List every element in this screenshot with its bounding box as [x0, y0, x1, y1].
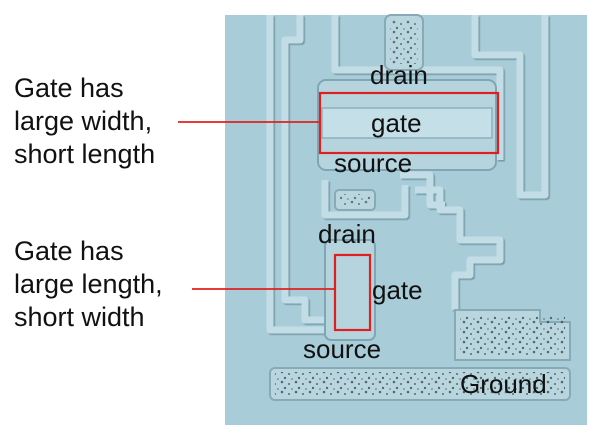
annotation-long-gate: Gate has large length, short width	[14, 236, 163, 332]
annotation-wide-gate: Gate has large width, short length	[14, 73, 156, 169]
long-transistor-body	[324, 239, 376, 341]
long-gate-highlight-box	[333, 253, 372, 332]
gate-label-long: gate	[372, 275, 423, 305]
source-label-wide: source	[334, 148, 412, 178]
wide-gate-stripe	[321, 107, 493, 139]
source-label-long: source	[303, 334, 381, 364]
drain-label-wide: drain	[370, 60, 428, 90]
wide-gate-highlight-box	[318, 91, 500, 155]
gate-label-wide: gate	[371, 108, 422, 138]
metal-traces	[266, 15, 549, 334]
ground-label: Ground	[460, 369, 547, 399]
drain-label-long: drain	[318, 219, 376, 249]
